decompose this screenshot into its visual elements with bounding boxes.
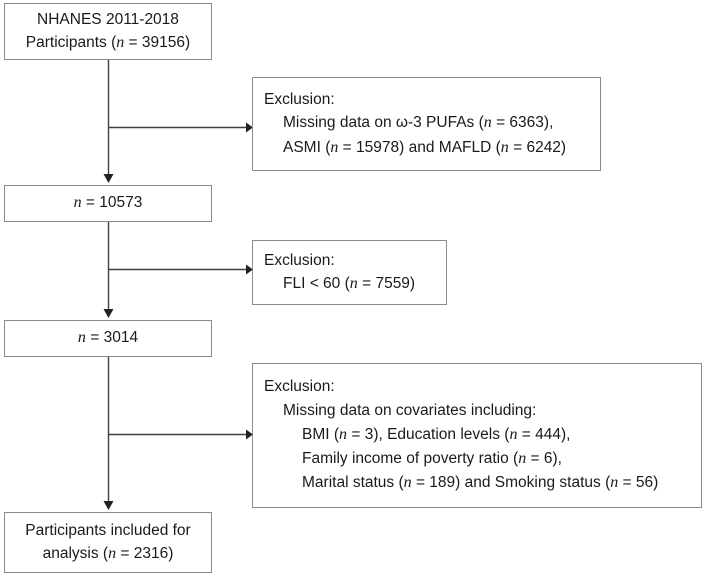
variable-n: n [116,34,125,52]
node-exclusion-3-line-5: Marital status (n = 189) and Smoking sta… [302,474,659,492]
node-remaining-1-line-1: n = 10573 [73,194,143,212]
node-exclusion-3-line-3: BMI (n = 3), Education levels (n = 444), [302,425,571,443]
variable-n: n [108,545,117,563]
node-final-line-1: Participants included for [25,521,191,539]
node-exclusion-2-line-1: Exclusion: [264,251,335,269]
node-exclusion-1: Exclusion: Missing data on ω-3 PUFAs (n … [252,77,601,171]
variable-n: n [330,138,339,156]
node-exclusion-2-line-2: FLI < 60 (n = 7559) [283,275,416,293]
node-final-line-2: analysis (n = 2316) [42,545,174,563]
variable-n: n [509,425,518,443]
variable-n: n [610,474,619,492]
variable-n: n [73,194,82,212]
node-enrollment-line-2: Participants (n = 39156) [25,34,191,52]
node-exclusion-1-line-2: Missing data on ω-3 PUFAs (n = 6363), [283,114,554,132]
variable-n: n [403,474,412,492]
node-exclusion-3-line-4: Family income of poverty ratio (n = 6), [302,449,562,467]
node-remaining-1: n = 10573 [4,185,212,222]
node-exclusion-1-line-3: ASMI (n = 15978) and MAFLD (n = 6242) [283,138,567,156]
arrow-head-remaining1 [103,174,114,183]
variable-n: n [77,329,86,347]
node-remaining-2-line-1: n = 3014 [77,329,139,347]
variable-n: n [349,275,358,293]
node-enrollment: NHANES 2011-2018 Participants (n = 39156… [4,3,212,60]
arrow-head-remaining2 [103,309,114,318]
variable-n: n [518,449,527,467]
node-exclusion-2: Exclusion: FLI < 60 (n = 7559) [252,240,447,305]
variable-n: n [339,425,348,443]
node-exclusion-1-line-1: Exclusion: [264,90,335,108]
arrow-head-final [103,501,114,510]
variable-n: n [500,138,509,156]
variable-n: n [483,114,492,132]
node-exclusion-3-line-1: Exclusion: [264,378,335,396]
node-final: Participants included for analysis (n = … [4,512,212,573]
node-remaining-2: n = 3014 [4,320,212,357]
node-exclusion-3: Exclusion: Missing data on covariates in… [252,363,702,508]
node-exclusion-3-line-2: Missing data on covariates including: [283,402,537,420]
node-enrollment-line-1: NHANES 2011-2018 [37,10,179,28]
